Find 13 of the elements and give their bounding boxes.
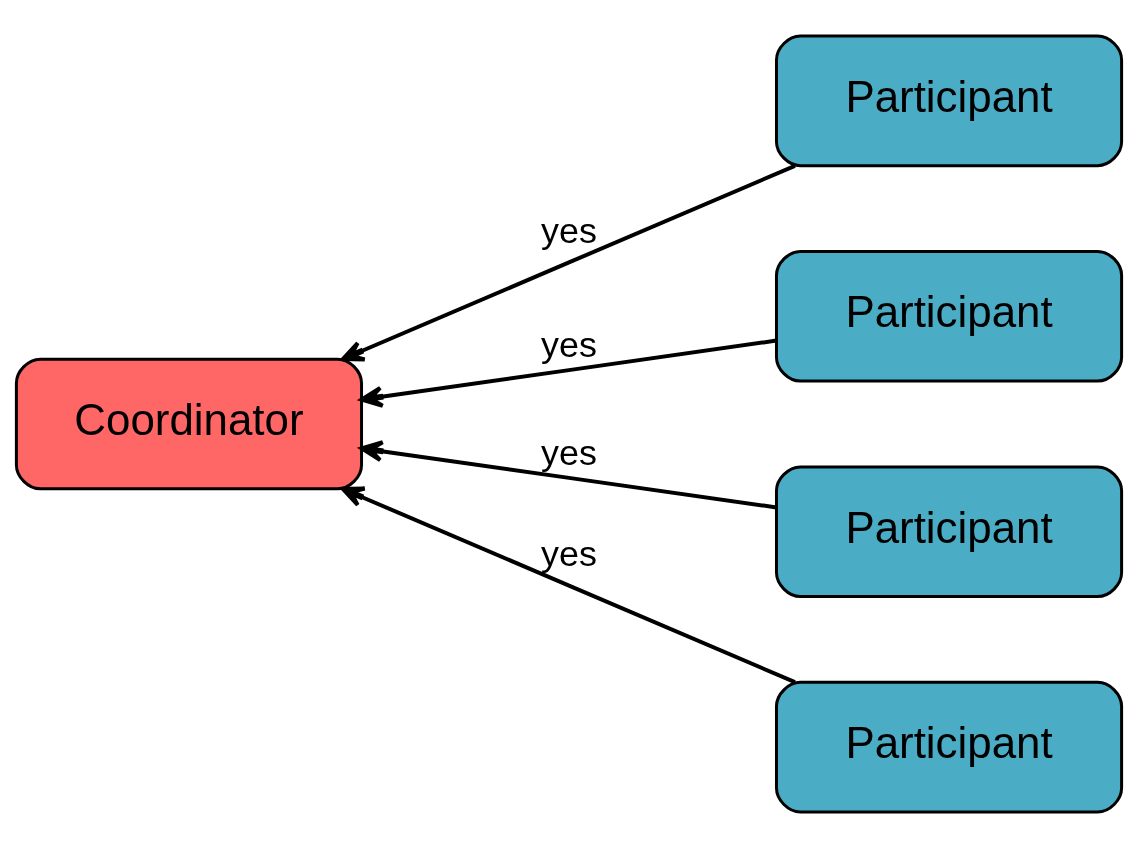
node-box: Coordinator (14, 357, 363, 491)
edge-label: yes (541, 211, 597, 252)
arrow (359, 440, 777, 510)
edge-label: yes (541, 432, 597, 473)
node-box: Participant (775, 680, 1124, 814)
edge-label: yes (541, 534, 597, 575)
node-box: Participant (775, 34, 1124, 168)
arrow (340, 486, 796, 684)
arrow (359, 338, 777, 408)
node-box: Participant (775, 465, 1124, 599)
node-box: Participant (775, 249, 1124, 383)
arrow (340, 164, 796, 362)
edge-label: yes (541, 324, 597, 365)
